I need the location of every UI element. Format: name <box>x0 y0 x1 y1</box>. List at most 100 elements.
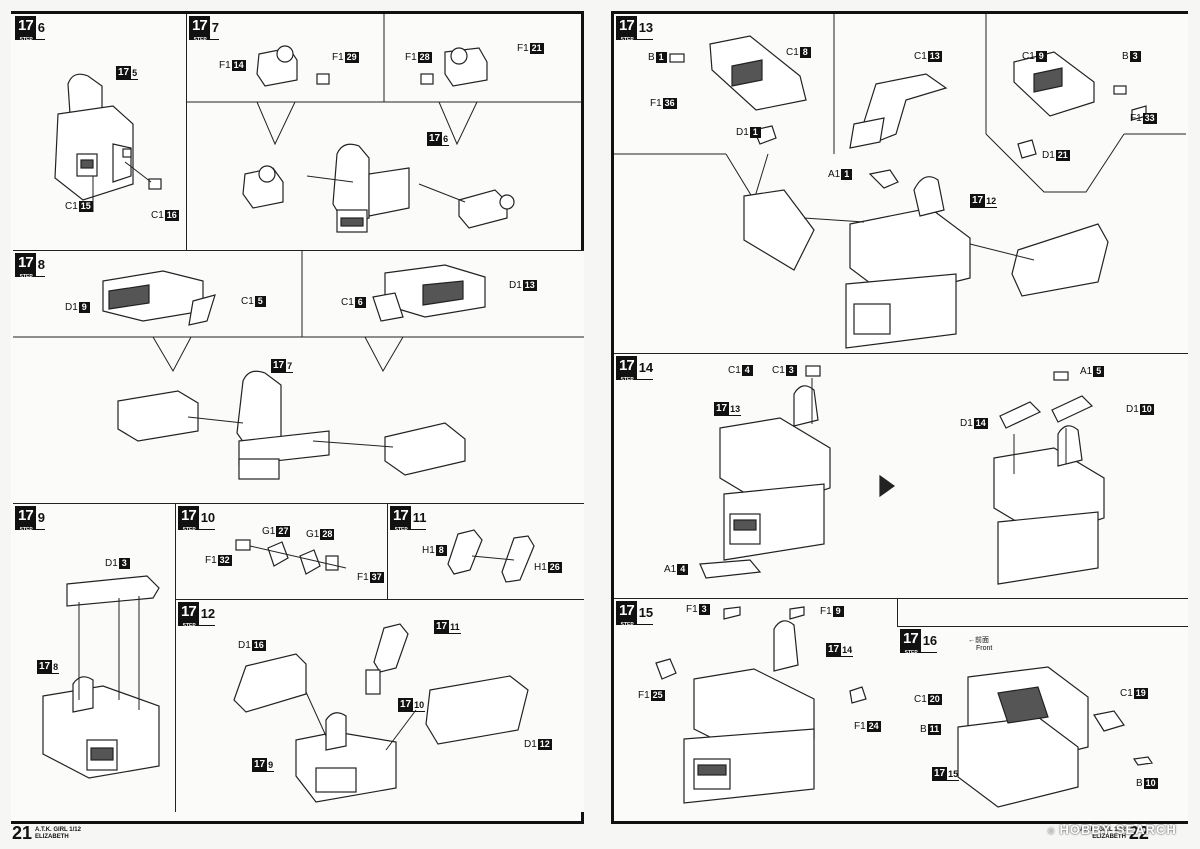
step-14-illustration <box>699 365 1105 585</box>
step-13-illustration <box>614 14 1186 349</box>
watermark: © HOBBY SEARCH <box>1048 822 1177 837</box>
step-9-illustration <box>42 575 160 779</box>
step-16-illustration <box>957 666 1154 808</box>
divider <box>176 599 584 600</box>
step-6-illustration <box>54 73 162 212</box>
divider <box>13 250 584 251</box>
divider <box>387 503 388 599</box>
left-page-number: 21 <box>12 823 33 843</box>
right-page-number: 22 <box>1128 823 1149 843</box>
left-page-top-border <box>11 11 584 14</box>
step-8-illustration <box>13 251 584 480</box>
step-15-illustration <box>655 606 867 804</box>
divider <box>614 353 1188 354</box>
divider <box>186 14 187 250</box>
divider <box>897 626 1188 627</box>
step-7-illustration <box>187 14 581 233</box>
divider <box>614 598 1188 599</box>
right-page-top-border <box>611 11 1188 14</box>
divider <box>13 503 584 504</box>
step-10-illustration <box>235 539 347 575</box>
